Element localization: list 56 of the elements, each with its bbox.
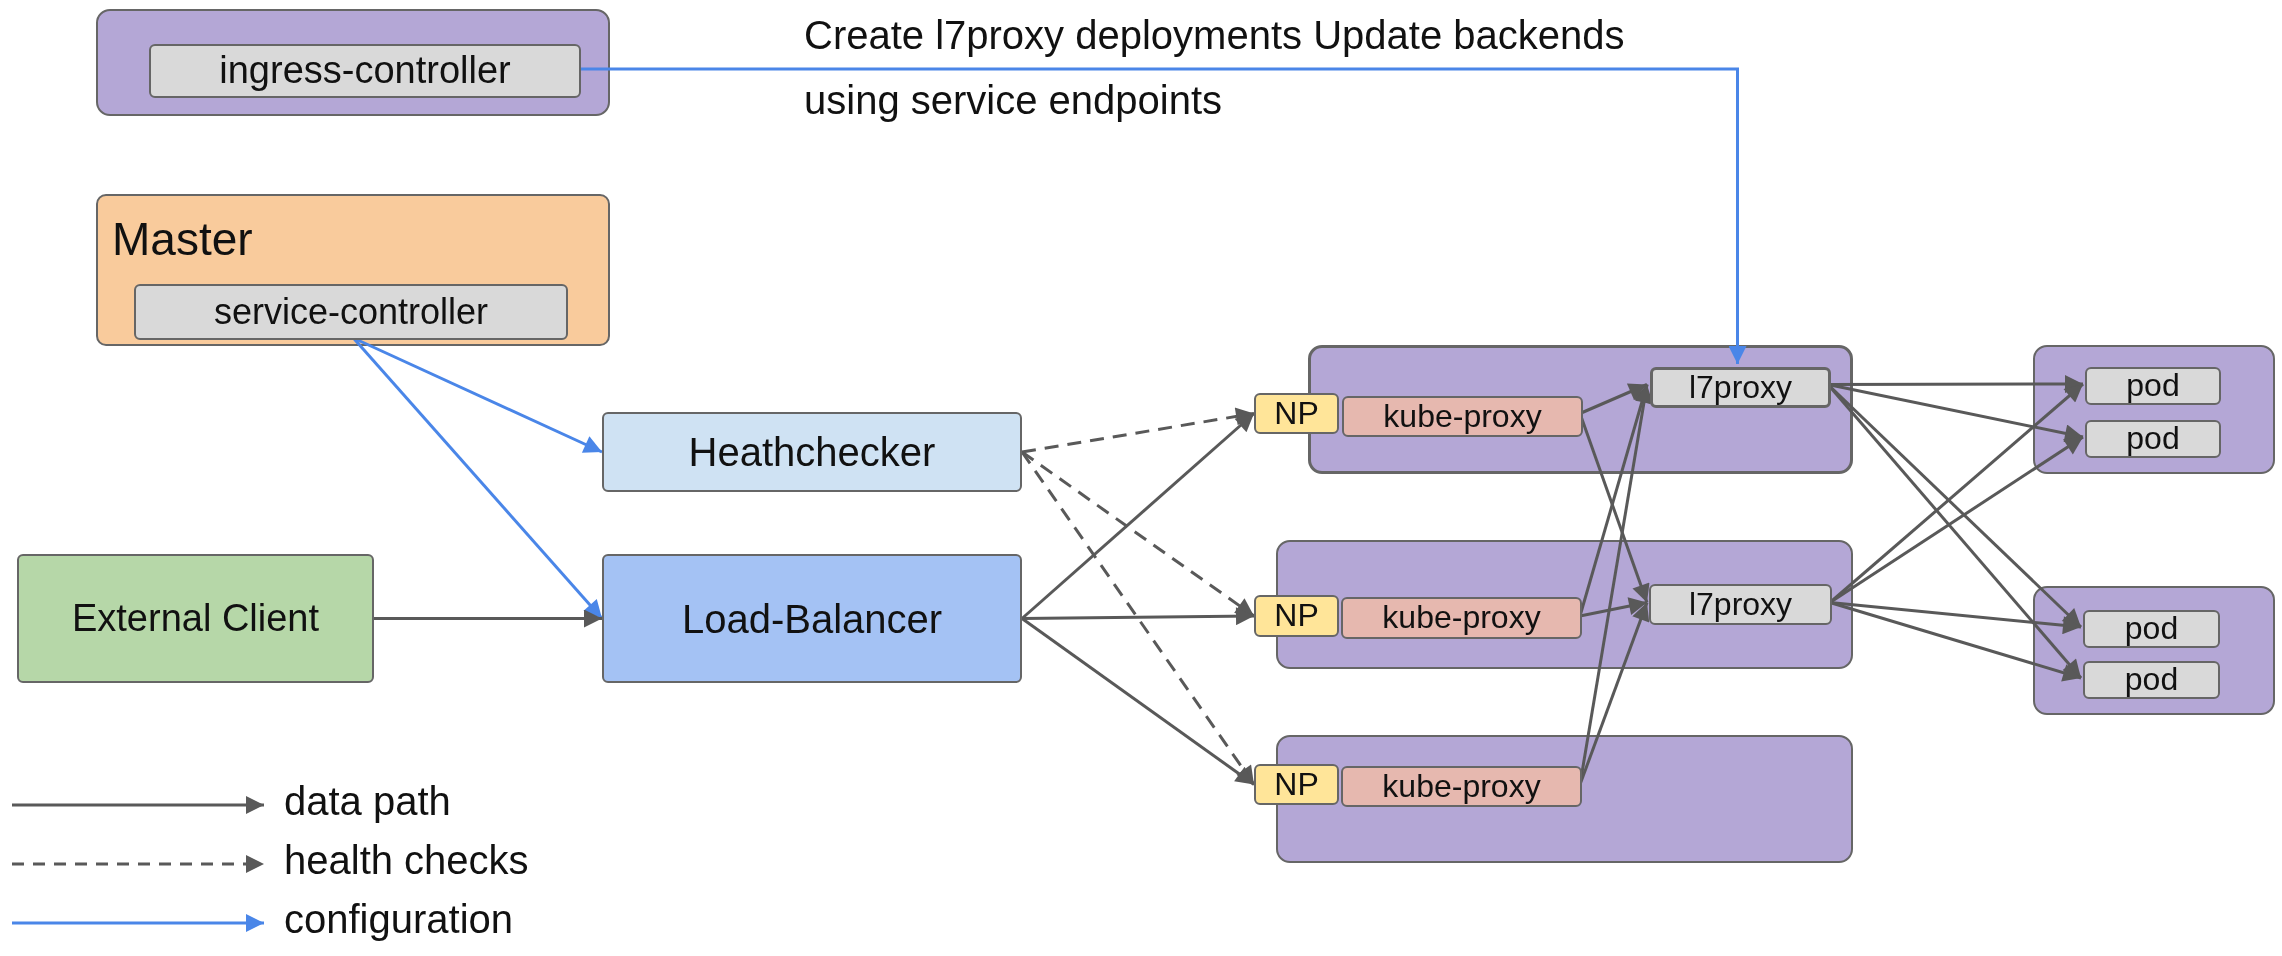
process-box bbox=[602, 412, 1022, 492]
component-box bbox=[149, 44, 581, 98]
node-label: kube-proxy bbox=[1382, 600, 1541, 636]
arrow bbox=[1022, 607, 1254, 626]
node-label: NP bbox=[1274, 395, 1319, 432]
pod-box bbox=[2085, 420, 2221, 458]
node-label: l7proxy bbox=[1688, 586, 1793, 623]
arrow bbox=[1021, 412, 1255, 620]
node-label: Heathchecker bbox=[688, 430, 936, 474]
node-label: pod bbox=[2124, 611, 2179, 647]
component-box bbox=[1342, 396, 1583, 437]
arrow bbox=[1021, 617, 1255, 786]
component-box bbox=[134, 284, 568, 340]
pod-box bbox=[2085, 367, 2221, 405]
arrow bbox=[1828, 375, 2083, 394]
node-label: NP bbox=[1274, 766, 1319, 803]
dashed-arrow bbox=[1021, 407, 1255, 454]
node-label: kube-proxy bbox=[1382, 768, 1541, 805]
port-box bbox=[1254, 764, 1339, 805]
component-box bbox=[1649, 584, 1832, 625]
legend-label: health checks bbox=[284, 840, 529, 880]
pod-group-panel bbox=[2033, 345, 2275, 474]
client-box bbox=[17, 554, 374, 683]
node-label: kube-proxy bbox=[1383, 398, 1542, 435]
pod-group-panel bbox=[2033, 586, 2275, 715]
host-panel bbox=[1276, 540, 1853, 669]
port-box bbox=[1254, 393, 1339, 434]
component-box bbox=[1341, 766, 1582, 807]
node-label: l7proxy bbox=[1688, 369, 1793, 406]
arrow bbox=[1829, 601, 2082, 682]
dashed-arrow bbox=[1021, 450, 1255, 618]
node-label: pod bbox=[2126, 368, 2180, 404]
node-label: pod bbox=[2126, 421, 2180, 457]
node-label: pod bbox=[2124, 662, 2179, 698]
node-label: Master bbox=[112, 214, 253, 265]
component-box bbox=[1650, 367, 1831, 408]
node-label: External Client bbox=[71, 597, 320, 640]
port-box bbox=[1254, 595, 1339, 637]
edge-label: Create l7proxy deployments Update backends using service endpoints bbox=[804, 12, 1626, 124]
host-panel bbox=[1276, 735, 1853, 863]
pod-box bbox=[2083, 610, 2220, 648]
component-box bbox=[1341, 597, 1582, 639]
arrow bbox=[1579, 597, 1648, 618]
arrow bbox=[579, 67, 1747, 364]
node-label: Load-Balancer bbox=[681, 596, 943, 641]
node-label: NP bbox=[1274, 598, 1319, 634]
arrow bbox=[352, 337, 604, 620]
legend-label: configuration bbox=[284, 899, 514, 939]
node-label: ingress-controller bbox=[219, 50, 511, 92]
controller-panel bbox=[96, 9, 610, 116]
master-panel bbox=[96, 194, 610, 346]
pod-box bbox=[2083, 661, 2220, 699]
process-box bbox=[602, 554, 1022, 683]
node-label: service-controller bbox=[213, 292, 489, 332]
legend-label: data path bbox=[284, 781, 451, 821]
arrow bbox=[374, 609, 602, 628]
